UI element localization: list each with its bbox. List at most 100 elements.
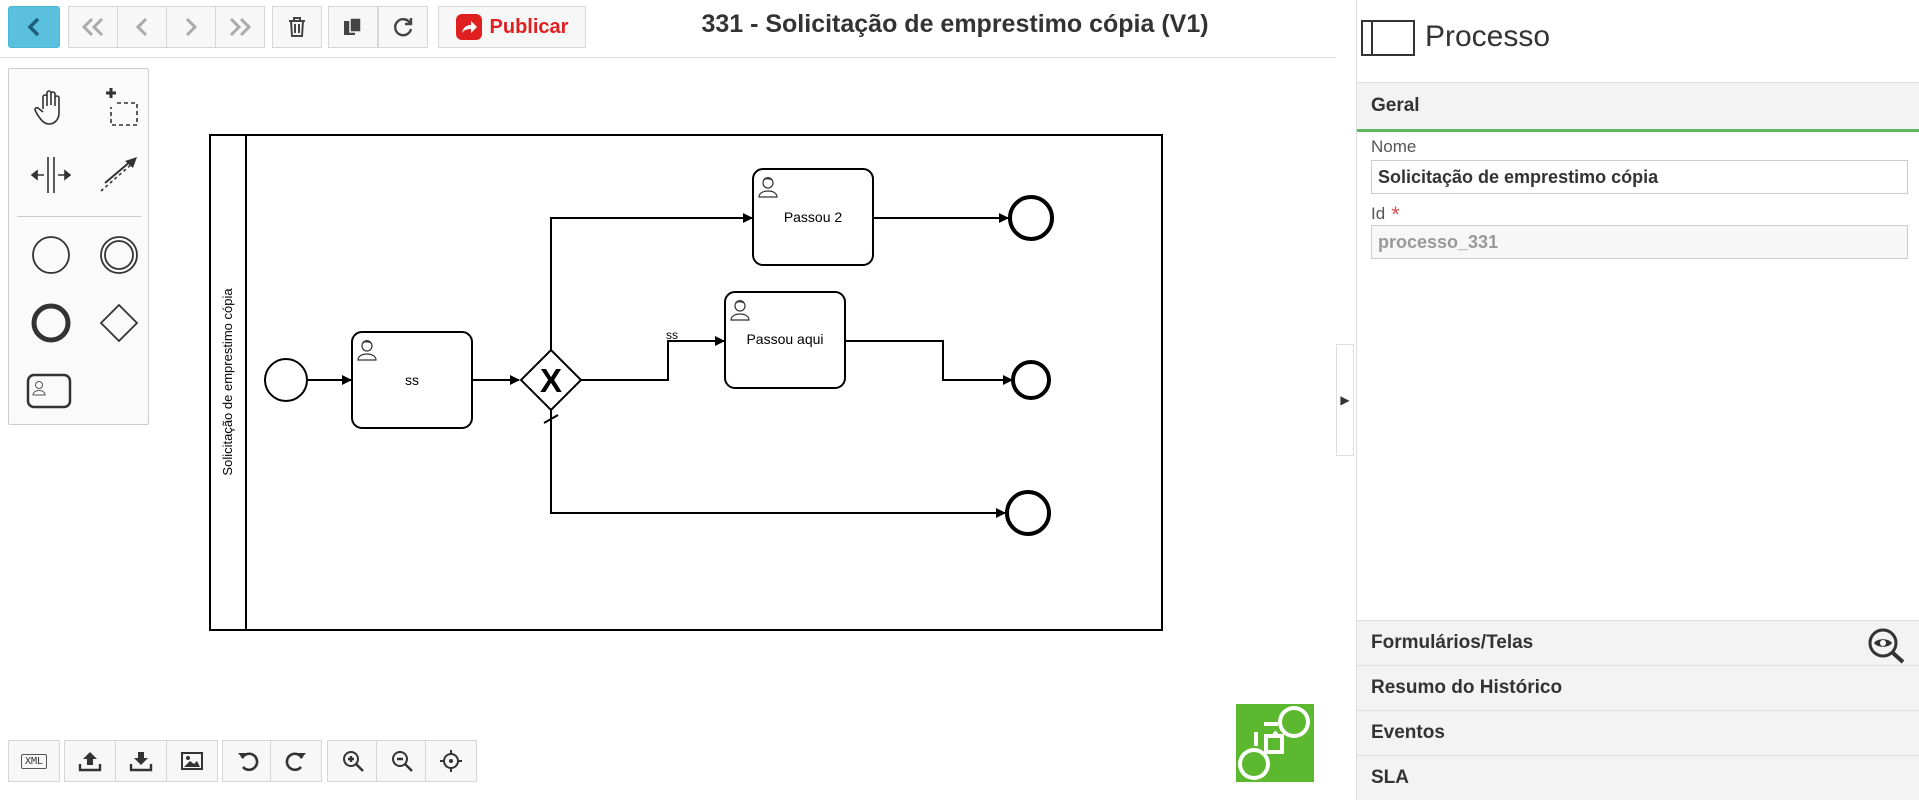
xml-button[interactable]: XML <box>8 740 60 782</box>
center-icon <box>440 750 462 772</box>
palette-separator <box>17 216 141 217</box>
end-event-icon <box>31 303 71 343</box>
end-event-3[interactable] <box>1005 490 1051 536</box>
undo-button[interactable] <box>222 740 274 782</box>
flow-gateway-passou2 <box>550 213 753 350</box>
zoom-out-button[interactable] <box>376 740 428 782</box>
section-geral[interactable]: Geral <box>1357 82 1919 132</box>
publish-label: Publicar <box>489 15 569 38</box>
intermediate-event-icon <box>100 236 138 274</box>
chevron-right-icon <box>185 17 198 37</box>
section-sla[interactable]: SLA <box>1357 755 1919 800</box>
upload-icon <box>78 752 102 772</box>
id-label: Id* <box>1371 202 1400 227</box>
caret-right-icon: ▶ <box>1340 393 1350 407</box>
connect-tool[interactable] <box>93 149 145 201</box>
task-passou-2[interactable]: Passou 2 <box>752 168 874 266</box>
app-logo <box>1236 704 1314 782</box>
end-event-tool[interactable] <box>25 297 77 349</box>
start-event-icon <box>32 236 70 274</box>
panel-toggle[interactable]: ▶ <box>1336 344 1354 456</box>
user-task-icon <box>26 373 72 409</box>
copy-button[interactable] <box>328 6 378 48</box>
refresh-button[interactable] <box>378 6 428 48</box>
first-button[interactable] <box>68 6 118 48</box>
connect-tool-icon <box>100 157 137 192</box>
task-passou-aqui[interactable]: Passou aqui <box>724 291 846 389</box>
zoom-in-icon <box>343 751 364 772</box>
copy-icon <box>344 17 362 35</box>
start-event[interactable] <box>264 358 308 402</box>
zoom-out-icon <box>392 751 413 772</box>
flow-gateway-end3 <box>550 410 1006 518</box>
share-icon <box>455 14 482 40</box>
section-historico-label: Resumo do Histórico <box>1371 677 1563 698</box>
section-historico[interactable]: Resumo do Histórico <box>1357 665 1919 710</box>
top-toolbar: Publicar 331 - Solicitação de emprestimo… <box>0 0 1336 58</box>
default-flow-marker <box>543 414 559 424</box>
section-geral-label: Geral <box>1371 95 1420 116</box>
double-chevron-right-icon <box>229 17 252 37</box>
delete-button[interactable] <box>272 6 322 48</box>
lasso-tool[interactable] <box>93 81 145 133</box>
start-event-tool[interactable] <box>25 229 77 281</box>
section-eventos[interactable]: Eventos <box>1357 710 1919 755</box>
section-sla-label: SLA <box>1371 767 1409 788</box>
flow-passouaqui-end2 <box>846 340 1013 385</box>
panel-title: Processo <box>1425 20 1551 53</box>
section-formularios[interactable]: Formulários/Telas <box>1357 620 1919 665</box>
download-button[interactable] <box>115 740 167 782</box>
bpmn-diagram: Solicitação de emprestimo cópia ss ss <box>209 134 1163 631</box>
gateway-tool[interactable] <box>93 297 145 349</box>
zoom-in-button[interactable] <box>327 740 379 782</box>
refresh-icon <box>394 18 413 37</box>
undo-icon <box>238 752 259 772</box>
publish-button[interactable]: Publicar <box>438 6 586 48</box>
pool-label: Solicitação de emprestimo cópia <box>220 288 235 476</box>
intermediate-event-tool[interactable] <box>93 229 145 281</box>
prev-button[interactable] <box>117 6 167 48</box>
redo-button[interactable] <box>270 740 322 782</box>
section-formularios-label: Formulários/Telas <box>1371 632 1534 653</box>
export-image-button[interactable] <box>166 740 218 782</box>
upload-button[interactable] <box>64 740 116 782</box>
next-button[interactable] <box>166 6 216 48</box>
section-eventos-label: Eventos <box>1371 722 1445 743</box>
properties-panel: Processo Geral Nome Id* Formulários/Tela… <box>1356 0 1919 800</box>
pool[interactable]: Solicitação de emprestimo cópia <box>209 134 1163 631</box>
user-task-tool[interactable] <box>23 365 75 417</box>
end-event-2[interactable] <box>1011 360 1051 400</box>
diagram-canvas[interactable]: Solicitação de emprestimo cópia ss ss <box>0 58 1336 800</box>
id-input[interactable] <box>1371 225 1908 259</box>
task-ss[interactable]: ss <box>351 331 473 429</box>
gateway-icon <box>99 303 139 343</box>
flow-gateway-passouaqui <box>581 336 725 381</box>
task-passou-aqui-label: Passou aqui <box>746 331 823 347</box>
trash-icon <box>289 17 305 37</box>
flow-label: ss <box>666 328 678 342</box>
nome-input[interactable] <box>1371 160 1908 194</box>
xml-label: XML <box>20 753 48 769</box>
task-ss-label: ss <box>405 372 419 388</box>
pool-icon <box>1361 20 1415 56</box>
end-event-1[interactable] <box>1008 195 1054 241</box>
lasso-tool-icon <box>106 88 138 126</box>
required-asterisk: * <box>1391 202 1400 227</box>
hand-tool[interactable] <box>25 81 77 133</box>
download-icon <box>129 752 153 772</box>
last-button[interactable] <box>215 6 265 48</box>
double-chevron-left-icon <box>81 17 104 37</box>
exclusive-gateway[interactable]: X <box>519 348 583 412</box>
panel-header: Processo <box>1357 0 1919 82</box>
back-button[interactable] <box>8 6 60 48</box>
chevron-left-icon <box>135 17 148 37</box>
space-tool[interactable] <box>25 149 77 201</box>
image-icon <box>181 752 203 770</box>
space-tool-icon <box>30 157 72 193</box>
view-icon[interactable] <box>1866 626 1906 664</box>
center-button[interactable] <box>425 740 477 782</box>
redo-icon <box>285 752 306 772</box>
sequence-flows <box>307 213 1013 518</box>
nome-label: Nome <box>1371 137 1417 156</box>
